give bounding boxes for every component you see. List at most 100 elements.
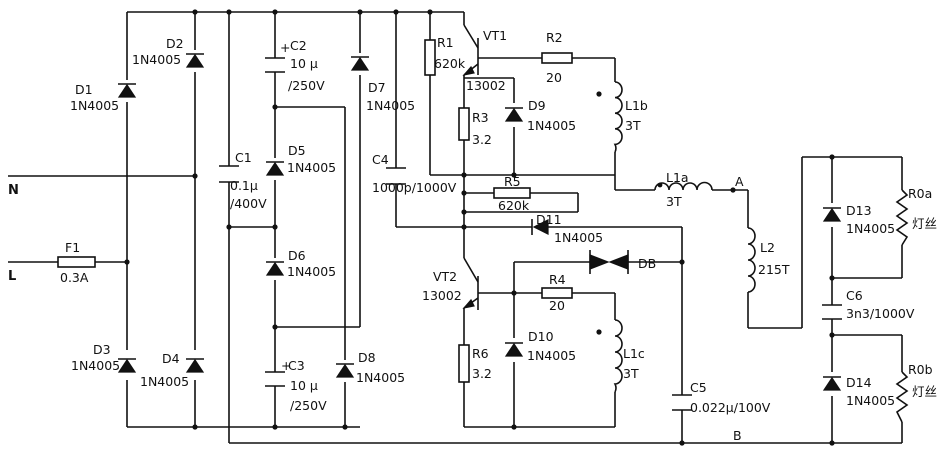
diode-d1 (117, 83, 137, 98)
diode-d13 (822, 207, 842, 222)
c2-value: 10 μ (290, 56, 318, 71)
terminal-a-label: A (735, 174, 744, 189)
transistor-vt2 (462, 257, 479, 310)
r5-ref: R5 (504, 174, 521, 189)
d10-ref: D10 (528, 329, 554, 344)
c2-plus: + (280, 40, 290, 55)
d5-value: 1N4005 (287, 160, 336, 175)
r1-value: 620k (434, 56, 466, 71)
c3-ref: C3 (288, 358, 305, 373)
d9-value: 1N4005 (527, 118, 576, 133)
d11-ref: D11 (536, 212, 562, 227)
d7-value: 1N4005 (366, 98, 415, 113)
c6-value: 3n3/1000V (846, 306, 915, 321)
inductor-l1c (613, 319, 623, 393)
d8-value: 1N4005 (356, 370, 405, 385)
l2-value: 215T (758, 262, 790, 277)
inductor-l2 (747, 227, 756, 293)
diode-d14 (822, 376, 842, 391)
diode-d11 (531, 219, 549, 235)
l1b-ref: L1b (625, 98, 648, 113)
capacitor-c6 (822, 304, 842, 320)
l1c-ref: L1c (623, 346, 645, 361)
l1a-ref: L1a (666, 170, 689, 185)
d2-value: 1N4005 (132, 52, 181, 67)
r6-value: 3.2 (472, 366, 492, 381)
c2-value2: /250V (288, 78, 325, 93)
diode-d10 (504, 342, 524, 357)
capacitor-c4 (386, 167, 406, 185)
d6-value: 1N4005 (287, 264, 336, 279)
vt1-ref: VT1 (483, 28, 507, 43)
f1-ref: F1 (65, 240, 80, 255)
capacitor-c1 (219, 165, 239, 183)
fuse-f1 (57, 256, 96, 268)
inductor-l1a (654, 181, 713, 191)
r2-value: 20 (546, 70, 562, 85)
terminal-n-label: N (8, 183, 19, 198)
l1a-value: 3T (666, 194, 682, 209)
capacitor-c5 (672, 394, 692, 411)
resistors (424, 39, 573, 383)
c3-plus: + (281, 358, 291, 373)
resistor-r5 (493, 187, 531, 199)
c5-ref: C5 (690, 380, 707, 395)
vt2-ref: VT2 (433, 269, 457, 284)
d5-ref: D5 (288, 143, 306, 158)
d13-ref: D13 (846, 203, 872, 218)
d11-value: 1N4005 (554, 230, 603, 245)
capacitors (219, 57, 842, 411)
c3-value: 10 μ (290, 378, 318, 393)
r0b-value: 灯丝 (912, 384, 937, 399)
r2-ref: R2 (546, 30, 563, 45)
d13-value: 1N4005 (846, 221, 895, 236)
c6-ref: C6 (846, 288, 863, 303)
diode-d6 (265, 261, 285, 276)
r5-value: 620k (498, 198, 530, 213)
resistor-r3 (458, 107, 470, 141)
filament-r0a (895, 189, 909, 246)
r3-ref: R3 (472, 110, 489, 125)
diode-d5 (265, 161, 285, 176)
r4-value: 20 (549, 298, 565, 313)
diode-d9 (504, 107, 524, 122)
transistor-vt1 (462, 24, 479, 76)
terminal-l-label: L (8, 269, 16, 284)
wires (8, 11, 903, 444)
d10-value: 1N4005 (527, 348, 576, 363)
d9-ref: D9 (528, 98, 546, 113)
d4-value: 1N4005 (140, 374, 189, 389)
r0a-value: 灯丝 (912, 216, 937, 231)
d7-ref: D7 (368, 80, 386, 95)
diode-d3 (117, 358, 137, 373)
r6-ref: R6 (472, 346, 489, 361)
capacitor-c2 (265, 57, 285, 73)
d4-ref: D4 (162, 351, 180, 366)
resistor-r6 (458, 344, 470, 383)
resistor-r2 (541, 52, 573, 64)
resistor-r4 (541, 287, 573, 299)
c1-value: 0.1μ (230, 178, 258, 193)
resistor-r1 (424, 39, 436, 76)
d2-ref: D2 (166, 36, 184, 51)
d3-value: 1N4005 (71, 358, 120, 373)
c4-ref: C4 (372, 152, 389, 167)
f1-value: 0.3A (60, 270, 89, 285)
r3-value: 3.2 (472, 132, 492, 147)
c3-value2: /250V (290, 398, 327, 413)
d1-value: 1N4005 (70, 98, 119, 113)
terminal-b-label: B (733, 428, 742, 443)
c5-value: 0.022μ/100V (690, 400, 771, 415)
db-ref: DB (638, 256, 656, 271)
vt2-value: 13002 (422, 288, 462, 303)
d8-ref: D8 (358, 350, 376, 365)
l1b-value: 3T (625, 118, 641, 133)
r0a-ref: R0a (908, 186, 932, 201)
diode-d2 (185, 53, 205, 68)
d3-ref: D3 (93, 342, 111, 357)
diode-d7 (350, 56, 370, 71)
diode-d4 (185, 358, 205, 373)
r4-ref: R4 (549, 272, 566, 287)
r1-ref: R1 (437, 35, 454, 50)
